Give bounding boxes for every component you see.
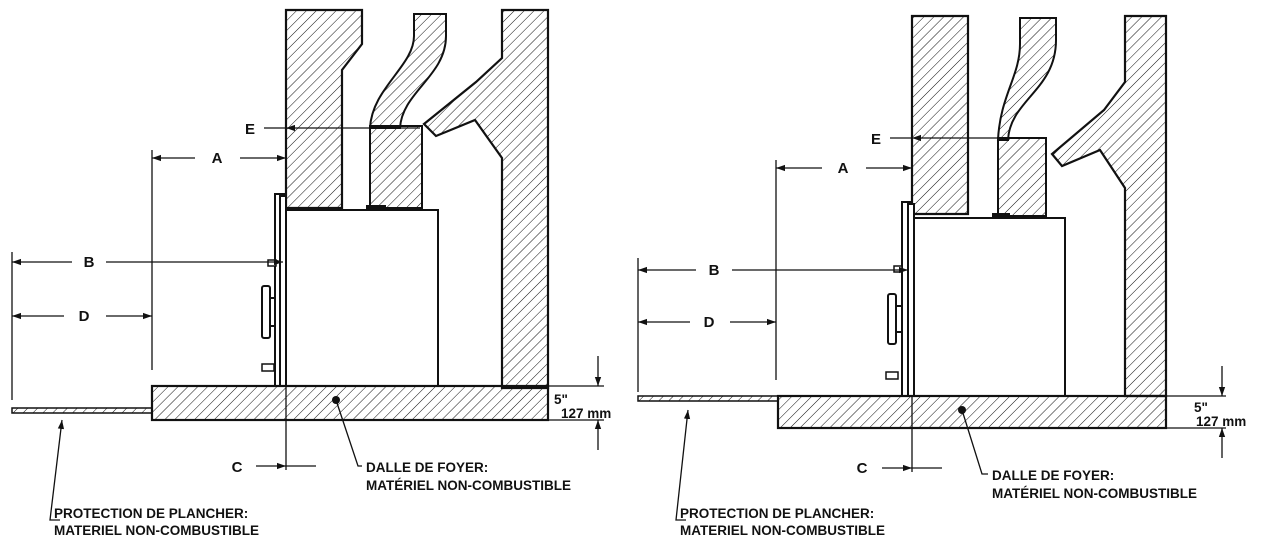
hearth-callout-line2: MATÉRIEL NON-COMBUSTIBLE: [366, 478, 571, 493]
dim-d-label: D: [704, 314, 715, 331]
flue-collar: [992, 213, 1010, 218]
chimney-front-wall: [910, 14, 970, 216]
floor-callout-line1: PROTECTION DE PLANCHER:: [54, 506, 248, 521]
stove-door-frame: [907, 203, 915, 397]
height-mm-label: 127 mm: [561, 406, 611, 421]
chimney-back-wall: [422, 8, 550, 390]
stove-door-frame: [279, 195, 287, 387]
hearth-callout-line1: DALLE DE FOYER:: [366, 460, 488, 475]
figure-right: A B D E C 5" 127 mm DALLE DE FOYER: MATÉ…: [637, 14, 1246, 538]
height-inch-label: 5": [554, 392, 568, 407]
floor-protection: [637, 395, 779, 402]
flue-collar: [366, 205, 386, 210]
dim-a-label: A: [838, 160, 849, 177]
height-inch-label: 5": [1194, 400, 1208, 415]
door-handle-icon: [887, 293, 897, 345]
floor-callout-line2: MATERIEL NON-COMBUSTIBLE: [680, 523, 885, 538]
floor-protection: [11, 407, 153, 414]
dim-c-label: C: [232, 459, 243, 476]
hearth-callout-line2: MATÉRIEL NON-COMBUSTIBLE: [992, 486, 1197, 501]
ash-lip: [885, 371, 899, 380]
floor-callout-line2: MATERIEL NON-COMBUSTIBLE: [54, 523, 259, 538]
dim-a-label: A: [212, 150, 223, 167]
floor-callout-line1: PROTECTION DE PLANCHER:: [680, 506, 874, 521]
flue-elbow: [996, 17, 1057, 141]
hearth-slab: [776, 394, 1168, 430]
dim-b-label: B: [84, 254, 95, 271]
flue-pipe: [369, 125, 423, 209]
hearth-callout-line1: DALLE DE FOYER:: [992, 468, 1114, 483]
chimney-front-wall: [284, 8, 364, 210]
stove-body: [285, 209, 439, 387]
flue-elbow: [368, 13, 447, 129]
height-mm-label: 127 mm: [1196, 414, 1246, 429]
ash-lip: [261, 363, 275, 372]
dim-b-label: B: [709, 262, 720, 279]
door-handle-icon: [261, 285, 271, 339]
dim-e-label: E: [871, 131, 881, 148]
dim-c-label: C: [857, 460, 868, 477]
chimney-back-wall: [1050, 14, 1168, 398]
figure-left: A B D E C 5" 127 mm DALLE DE FOYER: MATÉ…: [11, 8, 611, 538]
dim-d-label: D: [79, 308, 90, 325]
stove-body: [912, 217, 1066, 397]
flue-pipe: [997, 137, 1047, 217]
hearth-slab: [150, 384, 550, 422]
dim-e-label: E: [245, 121, 255, 138]
